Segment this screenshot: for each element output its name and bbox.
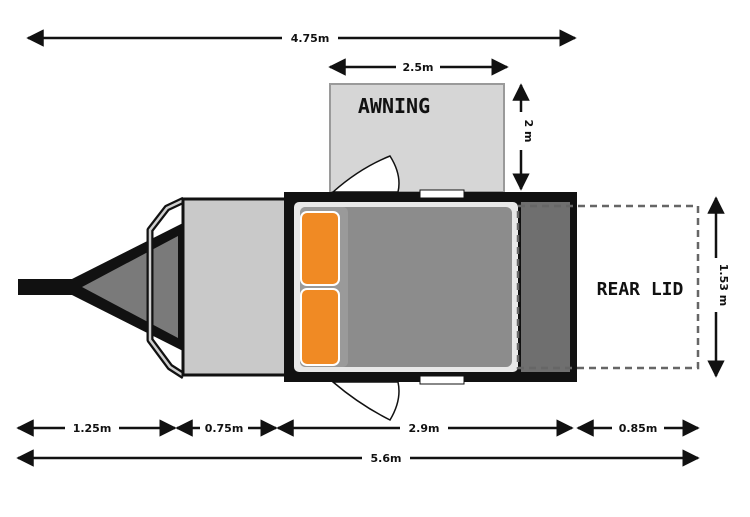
awning-label: AWNING [358,94,430,118]
dimension-label-overall-bottom: 5.6m [371,452,402,465]
rear-lid: REAR LID [516,204,700,370]
dimension-label-awning-width: 2.5m [403,61,434,74]
mattress-panel-top [300,211,340,286]
dimension-label-overall-top: 4.75m [291,32,330,45]
door-bottom [330,381,400,421]
dimension-label-rear-lid-height: 1.53 m [717,264,730,306]
window-bottom [419,375,465,385]
drawbar [18,196,186,379]
dimension-overall-bottom: 5.6m [16,449,700,467]
front-box [181,197,288,377]
dimension-label-awning-depth: 2 m [522,120,535,143]
trailer-body [284,189,577,385]
dimension-overall-top: 4.75m [26,29,577,47]
dimension-awning-depth: 2 m [512,83,535,191]
dimension-body: 2.9m [276,419,574,437]
dimension-rear-lid-height: 1.53 m [707,196,730,378]
rear-panel [520,202,570,372]
dimension-label-front-box: 0.75m [205,422,244,435]
mattress-panel-bottom [300,288,340,366]
dimension-awning-width: 2.5m [328,58,509,76]
dimension-label-drawbar: 1.25m [73,422,112,435]
window-top [419,189,465,199]
dimension-front-box: 0.75m [175,419,278,437]
dimension-label-body: 2.9m [409,422,440,435]
rear-lid-label: REAR LID [597,279,684,300]
dimension-rear-lid-depth: 0.85m [576,419,700,437]
dimension-label-rear-lid-depth: 0.85m [619,422,658,435]
door-top [331,155,400,193]
dimension-drawbar: 1.25m [16,419,177,437]
